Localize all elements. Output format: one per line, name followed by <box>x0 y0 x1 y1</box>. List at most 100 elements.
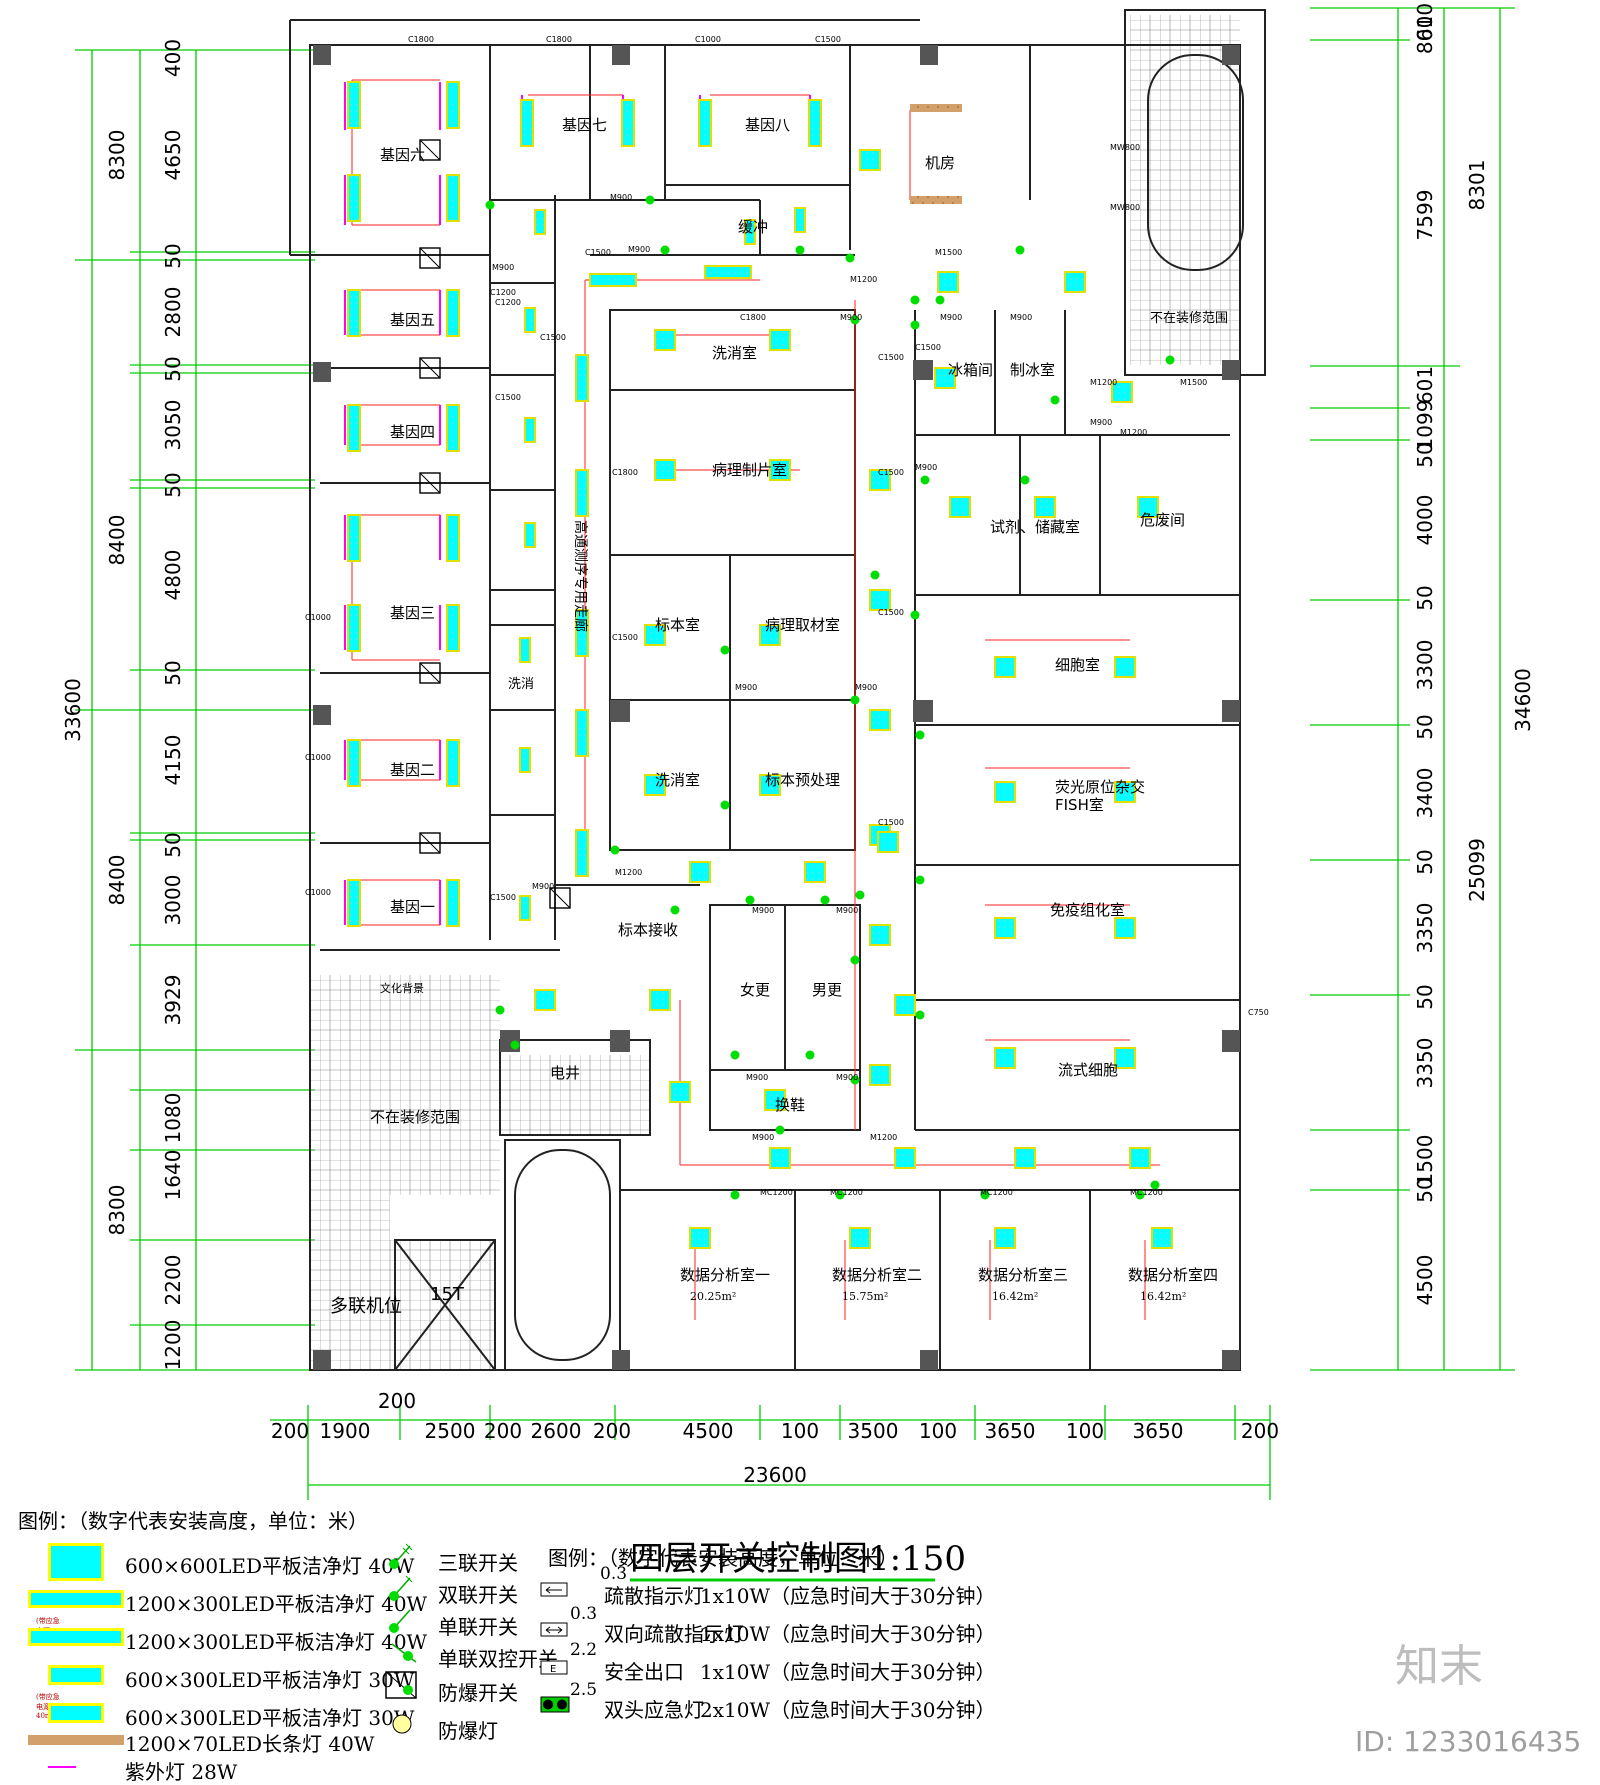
dim-left-outer: 8300 <box>105 130 129 181</box>
panel-light-1200 <box>446 514 460 562</box>
panel-light-600 <box>759 624 781 646</box>
panel-light-600x300 <box>519 895 531 921</box>
dim-bottom: 100 <box>919 1419 957 1443</box>
elevator-label: 15T <box>430 1284 465 1305</box>
safety-exit-name: 安全出口 <box>604 1660 684 1684</box>
panel-light-600 <box>1129 1147 1151 1169</box>
panel-light-600 <box>1151 1227 1173 1249</box>
explosion-proof-switch <box>549 887 571 909</box>
room-labels: 基因六 基因七 基因八 机房 基因五 基因四 基因三 基因二 基因一 缓冲 洗消… <box>330 116 1228 1317</box>
panel-light-600 <box>759 774 781 796</box>
room-shoe-change: 换鞋 <box>775 1096 805 1114</box>
switch <box>795 245 805 255</box>
dim-left-inner: 4150 <box>161 735 185 786</box>
panel-light-600 <box>669 1081 691 1103</box>
door-label: M900 <box>492 263 514 272</box>
panel-light-600 <box>869 1064 891 1086</box>
door-label: C1000 <box>695 35 721 44</box>
height-4: 2.5 <box>570 1680 598 1700</box>
room-multi-unit: 多联机位 <box>330 1296 402 1317</box>
dim-left-inner: 4650 <box>161 130 185 181</box>
switch <box>805 1050 815 1060</box>
dim-right-inner: 50 <box>1413 714 1437 739</box>
panel-light-1200 <box>446 604 460 652</box>
switch <box>980 1190 990 1200</box>
dim-left-inner: 3929 <box>161 975 185 1026</box>
door-label: C1000 <box>305 613 331 622</box>
legend-item-5: 600×300LED平板洁净灯 30W <box>125 1706 415 1730</box>
legend-switch-6: 防爆灯 <box>438 1719 498 1743</box>
panel-light-600 <box>769 329 791 351</box>
door-label: C1500 <box>490 893 516 902</box>
height-2: 0.3 <box>570 1604 598 1624</box>
legend-title: 图例：（数字代表安装高度，单位：米） <box>18 1509 368 1533</box>
panel-light-1200 <box>589 273 637 287</box>
panel-light-1200 <box>347 174 361 222</box>
dim-left-inner: 1080 <box>161 1093 185 1144</box>
explosion-proof-switch-mark <box>419 139 441 161</box>
panel-light-600x300 <box>794 207 806 233</box>
panel-light-600 <box>644 774 666 796</box>
panel-light-600 <box>869 709 891 731</box>
dim-left-inner: 50 <box>161 832 185 857</box>
room-out-of-scope-1: 不在装修范围 <box>1150 311 1228 326</box>
panel-light-1200 <box>347 514 361 562</box>
dim-right-inner: 50 <box>1413 984 1437 1009</box>
switch <box>720 645 730 655</box>
room-out-of-scope-2: 不在装修范围 <box>370 1108 460 1126</box>
dim-left-inner: 2800 <box>161 287 185 338</box>
dim-bottom: 200 <box>484 1419 522 1443</box>
switch <box>730 1050 740 1060</box>
door-label: M900 <box>836 906 858 915</box>
safety-exit-icon: E <box>540 1660 568 1675</box>
room-wash-2: 洗消室 <box>655 771 700 789</box>
area-data-2: 15.75m² <box>842 1290 888 1303</box>
watermark-brand: 知末 <box>1395 1641 1483 1692</box>
room-pathology: 病理制片室 <box>712 461 787 479</box>
dim-bottom: 100 <box>1066 1419 1104 1443</box>
explosion-proof-switch-mark <box>419 472 441 494</box>
dim-right-inner: 1500 <box>1413 1135 1437 1186</box>
explosion-proof-switch-mark <box>419 357 441 379</box>
switch <box>1015 245 1025 255</box>
room-data-4: 数据分析室四 <box>1128 1266 1218 1284</box>
switch <box>1150 1180 1160 1190</box>
hatched-areas <box>310 15 1240 1370</box>
door-label: M1200 <box>850 275 877 284</box>
panel-light-600 <box>534 989 556 1011</box>
switches <box>419 139 1175 1200</box>
room-data-2: 数据分析室二 <box>832 1266 922 1284</box>
door-label: C1500 <box>878 818 904 827</box>
door-label: MC1200 <box>1130 1188 1163 1197</box>
switch <box>485 200 495 210</box>
door-label: C750 <box>1248 1008 1269 1017</box>
panel-light-600 <box>1064 271 1086 293</box>
legend-switch-3: 单联开关 <box>438 1615 518 1639</box>
switch <box>910 320 920 330</box>
room-ice: 制冰室 <box>1010 361 1055 379</box>
door-label: M900 <box>840 313 862 322</box>
switch <box>745 895 755 905</box>
door-label: M1200 <box>615 868 642 877</box>
door-label: M1500 <box>935 248 962 257</box>
dim-right-inner: 4000 <box>1413 495 1437 546</box>
panel-light-600 <box>869 469 891 491</box>
panel-light-1200 <box>347 604 361 652</box>
explosion-proof-switch <box>419 357 441 379</box>
explosion-proof-switch <box>419 247 441 269</box>
door-label: C1000 <box>305 753 331 762</box>
explosion-proof-switch-mark <box>419 247 441 269</box>
room-male-change: 男更 <box>812 981 842 999</box>
panel-light-600 <box>994 917 1016 939</box>
door-label: C1200 <box>495 298 521 307</box>
dim-left-outer: 8300 <box>105 1185 129 1236</box>
switch <box>670 905 680 915</box>
door-label: M900 <box>1010 313 1032 322</box>
door-label: C1800 <box>612 468 638 477</box>
dimension-text: 8300840084008300336004004650502800503050… <box>61 3 1535 1487</box>
dim-right-mid: 8301 <box>1465 160 1489 211</box>
dim-bottom: 200 <box>593 1419 631 1443</box>
panel-light-600 <box>869 589 891 611</box>
explosion-proof-switch-mark <box>549 887 571 909</box>
door-label: MC1200 <box>760 1188 793 1197</box>
